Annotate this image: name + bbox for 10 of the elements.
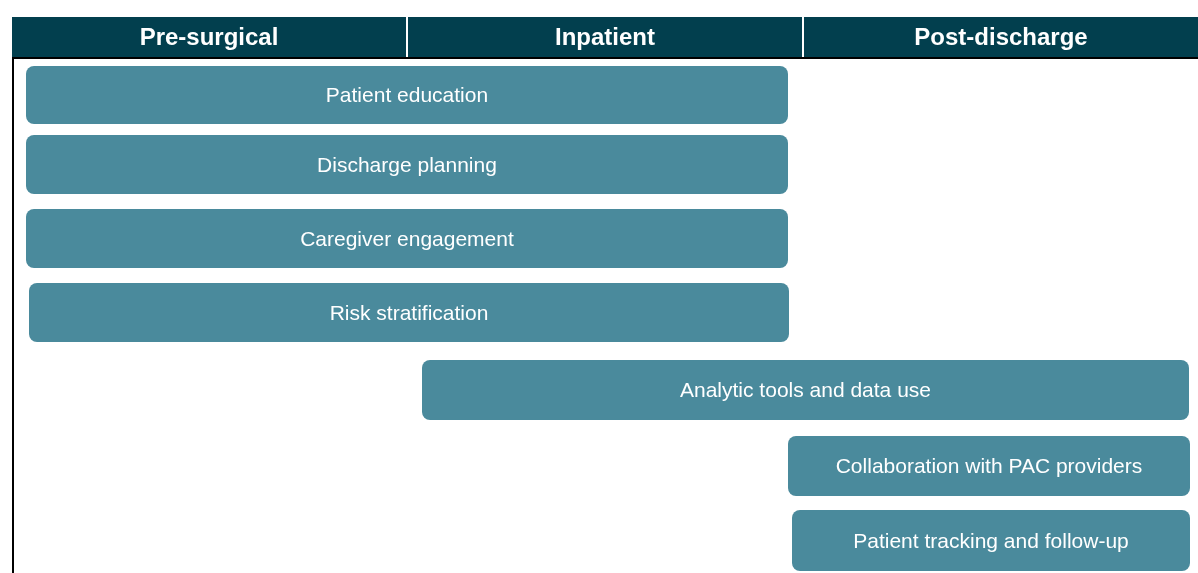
phase-bar: Collaboration with PAC providers [788,436,1190,496]
column-header: Pre-surgical [12,17,406,57]
phase-bar: Caregiver engagement [26,209,788,268]
column-header: Inpatient [408,17,802,57]
phase-bar: Risk stratification [29,283,789,342]
phase-bar: Discharge planning [26,135,788,194]
phase-bar: Patient education [26,66,788,124]
phase-bar: Analytic tools and data use [422,360,1189,420]
column-header: Post-discharge [804,17,1198,57]
phase-bar: Patient tracking and follow-up [792,510,1190,571]
